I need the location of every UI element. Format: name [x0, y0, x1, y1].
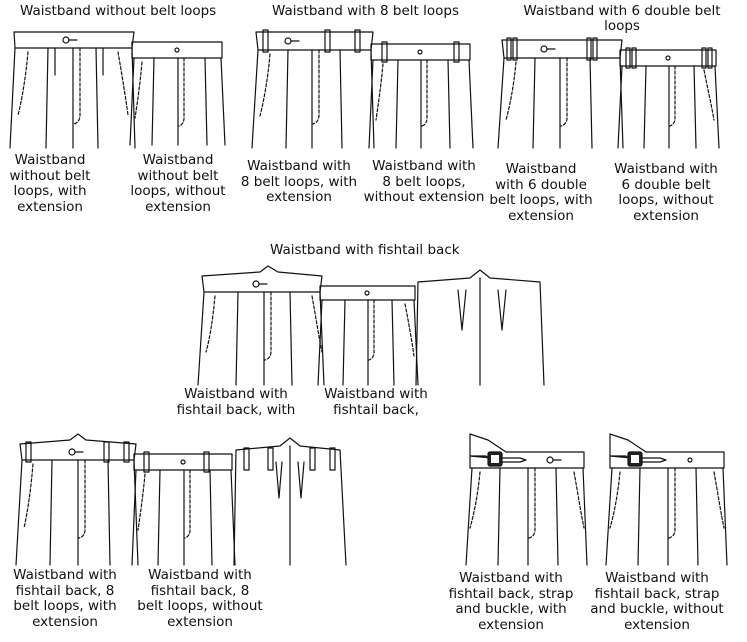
trouser-fishtail-8-loops-ext: [15, 433, 139, 566]
trouser-6-double-loops-noext: [617, 47, 720, 149]
title-fishtail-back: Waistband with fishtail back: [270, 242, 460, 258]
trouser-no-loops-ext: [9, 31, 136, 149]
caption-6-double-noext: Waistband with 6 double belt loops, with…: [614, 161, 718, 224]
caption-no-loops-noext: Waistband without belt loops, without ex…: [130, 152, 226, 215]
trouser-fishtail-ext: [197, 265, 325, 386]
title-no-belt-loops: Waistband without belt loops: [20, 3, 217, 19]
caption-strap-buckle-ext: Waistband with fishtail back, strap and …: [448, 570, 574, 633]
trouser-fishtail-noext: [317, 285, 419, 386]
trouser-fishtail-8-loops-noext: [131, 451, 236, 566]
caption-no-loops-ext: Waistband without belt loops, with exten…: [9, 152, 91, 215]
caption-fishtail-noext: Waistband with fishtail back,: [324, 386, 428, 418]
title-6-double-belt-loops: Waistband with 6 double belt loops: [523, 3, 721, 34]
caption-fishtail-ext: Waistband with fishtail back, with: [176, 386, 296, 418]
caption-8-loops-noext: Waistband with 8 belt loops, without ext…: [363, 158, 485, 205]
caption-6-double-ext: Waistband with 6 double belt loops, with…: [489, 161, 593, 224]
trouser-no-loops-noext: [129, 41, 226, 146]
caption-fishtail-8-loops-noext: Waistband with fishtail back, 8 belt loo…: [137, 567, 263, 630]
trouser-8-loops-noext: [368, 41, 474, 149]
trouser-6-double-loops-ext: [497, 37, 624, 149]
trouser-fishtail-back-view: [415, 269, 545, 386]
trouser-fishtail-8-loops-back-view: [233, 437, 347, 566]
trouser-strap-buckle-noext: [605, 433, 728, 566]
caption-fishtail-8-loops-ext: Waistband with fishtail back, 8 belt loo…: [13, 567, 117, 630]
title-8-belt-loops: Waistband with 8 belt loops: [272, 3, 459, 19]
trouser-strap-buckle-ext: [465, 433, 588, 566]
caption-8-loops-ext: Waistband with 8 belt loops, with extens…: [240, 158, 358, 205]
trouser-8-loops-ext: [251, 29, 375, 149]
caption-strap-buckle-noext: Waistband with fishtail back, strap and …: [590, 570, 724, 633]
